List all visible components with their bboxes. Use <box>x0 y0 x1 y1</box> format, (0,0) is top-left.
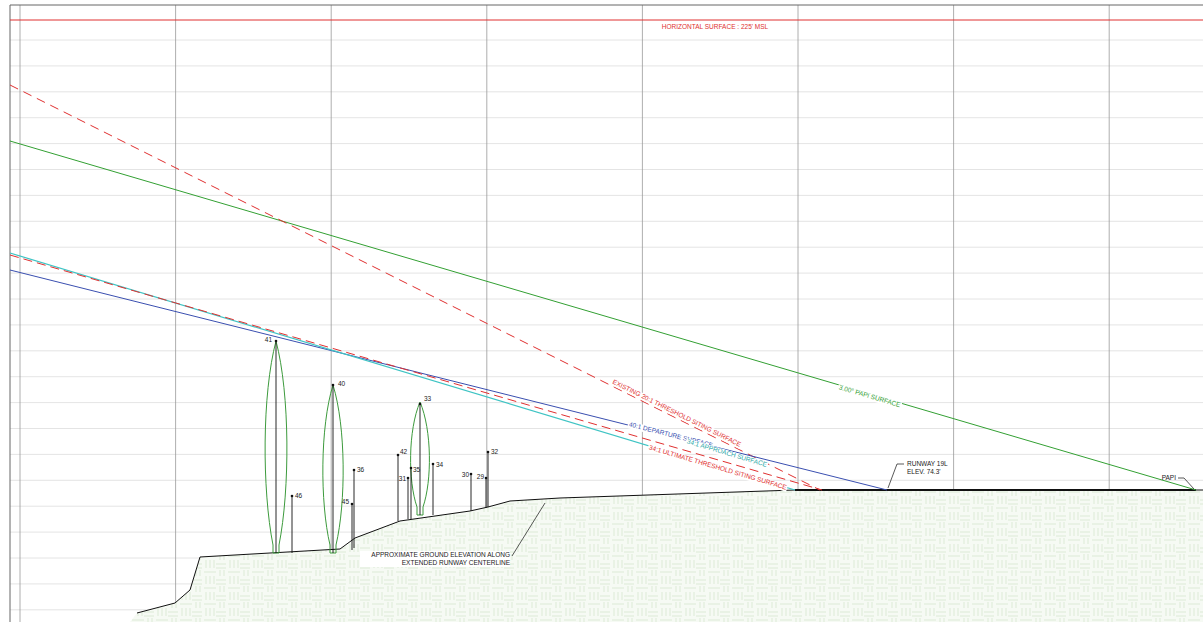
callout-number: 42 <box>400 449 407 456</box>
grid-line <box>10 350 1203 351</box>
pole-top <box>332 384 335 387</box>
grid-line <box>10 247 1203 248</box>
grid-line <box>175 5 176 622</box>
pole <box>354 470 355 548</box>
pole-top <box>291 495 294 498</box>
pole <box>420 404 421 515</box>
papi-surface <box>10 141 1196 490</box>
pole <box>488 452 489 507</box>
grid-line <box>331 5 332 622</box>
pole <box>486 478 487 508</box>
runway <box>795 489 1196 491</box>
callout-number: 30 <box>462 472 469 479</box>
callout-number: 32 <box>491 449 498 456</box>
pole <box>433 464 434 515</box>
grid-line <box>10 91 1203 92</box>
callout-number: 34 <box>436 462 443 469</box>
callout-number: 46 <box>295 493 302 500</box>
tree <box>265 341 287 553</box>
ground-note: APPROXIMATE GROUND ELEVATION ALONG EXTEN… <box>360 551 510 568</box>
ultimate-threshold-surface <box>10 255 822 490</box>
pole-top <box>410 467 413 470</box>
pole <box>333 385 334 553</box>
pole-top <box>351 503 354 506</box>
pole-top <box>487 451 490 454</box>
callout-number: 45 <box>342 499 349 506</box>
pole-top <box>275 340 278 343</box>
callout-number: 36 <box>357 467 364 474</box>
grid-line <box>10 402 1203 403</box>
pole-top <box>432 463 435 466</box>
pole <box>471 474 472 511</box>
grid-line <box>10 117 1203 118</box>
grid-line <box>10 195 1203 196</box>
pole-top <box>397 454 400 457</box>
pole <box>411 468 412 519</box>
pole-top <box>353 469 356 472</box>
grid-line <box>20 5 21 622</box>
papi-label: PAPI <box>1162 475 1176 482</box>
grid-line <box>10 324 1203 325</box>
pole <box>292 496 293 553</box>
pole <box>352 504 353 550</box>
grid-line <box>10 273 1203 274</box>
callout-number: 31 <box>399 476 406 483</box>
grid-line <box>10 65 1203 66</box>
grid-line <box>10 454 1203 455</box>
frame <box>10 5 1203 622</box>
surface-label: 3.00° PAPI SURFACE <box>837 384 902 409</box>
pole <box>276 341 277 553</box>
callout-number: 41 <box>265 337 272 344</box>
leader-line <box>888 464 904 488</box>
grid-line <box>10 143 1203 144</box>
pole <box>408 478 409 519</box>
tree <box>323 385 343 553</box>
callout-number: 35 <box>413 467 420 474</box>
pole-top <box>407 477 410 480</box>
pole <box>398 455 399 521</box>
grid-line <box>10 169 1203 170</box>
leader-line <box>1178 478 1194 489</box>
grid-line <box>10 376 1203 377</box>
obstruction-poles <box>275 340 490 553</box>
horizontal-surface <box>10 20 1203 21</box>
grid <box>10 5 1203 622</box>
tree <box>411 402 430 515</box>
grid-line <box>10 299 1203 300</box>
callout-number: 33 <box>424 396 431 403</box>
ground-fill <box>130 490 1203 622</box>
callout-number: 29 <box>477 474 484 481</box>
trees <box>265 341 429 553</box>
departure-surface <box>10 270 887 490</box>
leader-line <box>512 503 545 556</box>
grid-line <box>10 480 1203 481</box>
runway-label: RUNWAY 19L <box>907 461 948 468</box>
pole-top <box>419 403 422 406</box>
runway-label: ELEV. 74.3' <box>907 469 941 476</box>
surface-label: HORIZONTAL SURFACE : 225' MSL <box>662 24 768 31</box>
callout-number: 40 <box>338 381 345 388</box>
grid-line <box>10 40 1203 41</box>
pole-top <box>470 473 473 476</box>
existing-threshold-surface <box>10 85 820 490</box>
pole-top <box>485 477 488 480</box>
grid-line <box>10 221 1203 222</box>
ground-line <box>137 490 1203 613</box>
